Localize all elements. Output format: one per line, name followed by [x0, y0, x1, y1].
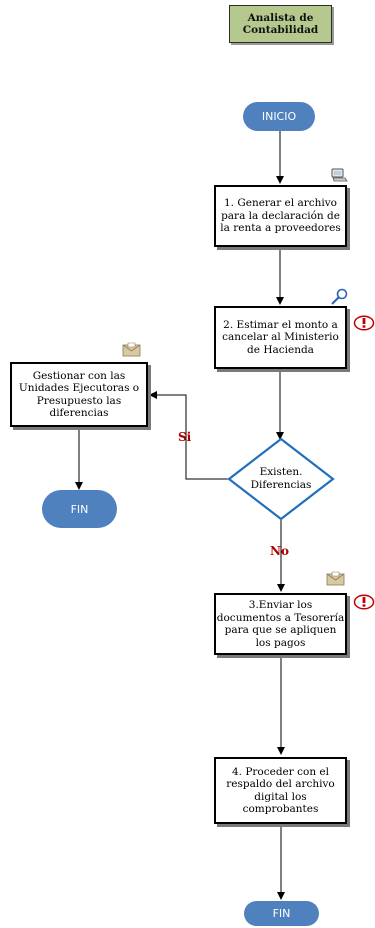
side-task-text: Gestionar con las Unidades Ejecutoras o … [18, 369, 140, 420]
lane-header: Analista de Contabilidad [229, 5, 332, 43]
side-task-box: Gestionar con las Unidades Ejecutoras o … [10, 362, 148, 427]
side-end-terminator: FIN [42, 490, 117, 528]
mail-icon [326, 571, 345, 586]
computer-icon [331, 168, 348, 182]
no-label: No [270, 544, 289, 558]
exclamation-icon [353, 594, 375, 610]
step-1-box: 1. Generar el archivo para la declaració… [214, 185, 347, 247]
start-label: INICIO [261, 110, 297, 123]
step-1-text: 1. Generar el archivo para la declaració… [220, 197, 341, 235]
main-end-label: FIN [272, 907, 291, 920]
step-4-text: 4. Proceder con el respaldo del archivo … [226, 765, 335, 816]
step-2-text: 2. Estimar el monto a cancelar al Minist… [222, 318, 339, 356]
arrow-decision-yes [149, 391, 229, 480]
step-2-box: 2. Estimar el monto a cancelar al Minist… [214, 306, 347, 369]
lane-title: Analista de Contabilidad [242, 12, 319, 36]
mail-icon [122, 342, 141, 357]
side-end-label: FIN [70, 502, 89, 516]
step-3-text: 3.Enviar los documentos a Tesorería para… [216, 599, 345, 649]
magnifier-icon [331, 288, 348, 305]
main-end-terminator: FIN [244, 901, 319, 926]
yes-label: Si [178, 430, 192, 444]
decision-diamond [227, 437, 335, 521]
step-3-box: 3.Enviar los documentos a Tesorería para… [214, 593, 347, 655]
step-4-box: 4. Proceder con el respaldo del archivo … [214, 757, 347, 824]
decision-text: Existen. Diferencias [250, 466, 312, 491]
exclamation-icon [353, 315, 375, 331]
start-terminator: INICIO [243, 102, 315, 131]
